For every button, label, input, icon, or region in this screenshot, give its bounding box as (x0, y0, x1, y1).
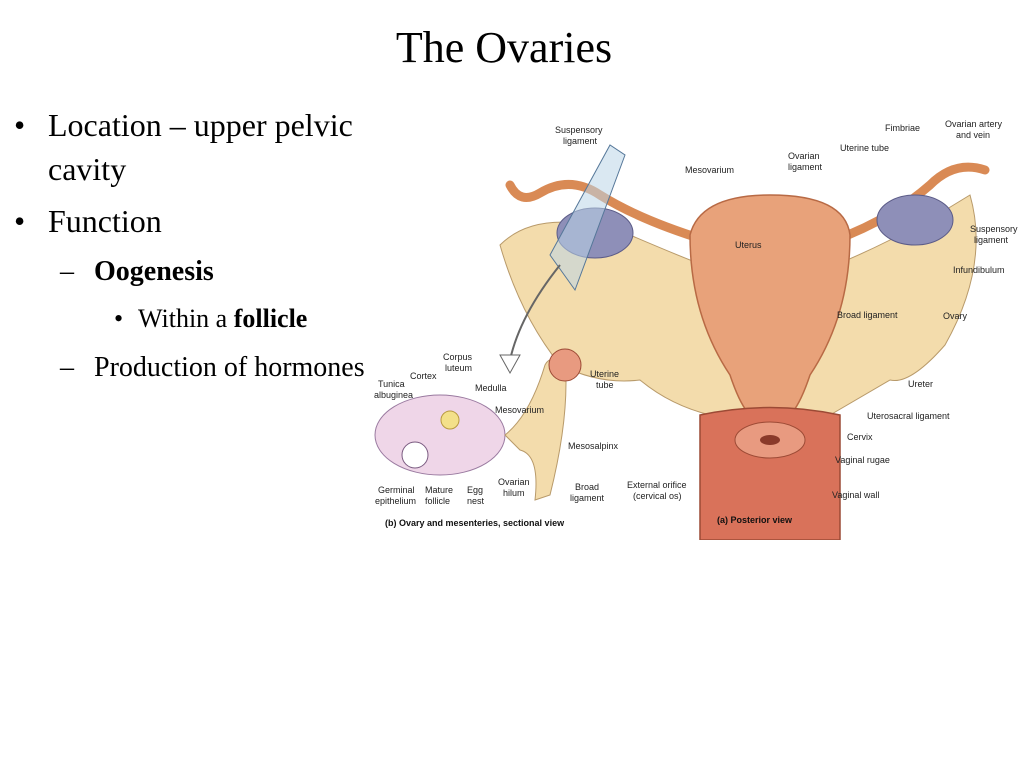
uterus-shape (689, 194, 851, 416)
sub-bullet-production: – Production of hormones (14, 347, 384, 389)
label-vaginal-wall: Vaginal wall (832, 490, 879, 500)
bullet-function: • Function (14, 199, 384, 243)
corpus-luteum-shape (440, 410, 460, 430)
label-external-orifice-2: (cervical os) (633, 491, 682, 501)
slide-title: The Ovaries (395, 23, 613, 72)
label-corpus-luteum-2: luteum (445, 363, 472, 373)
label-mature-1: Mature (425, 485, 453, 495)
uterine-tube-section (548, 348, 582, 382)
ovary-anatomy-figure: Suspensory ligament Mesovarium Ovarian l… (374, 119, 1018, 540)
bullet-list: • Location – upper pelvic cavity • Funct… (14, 103, 384, 397)
label-uterine-tube-1: Uterine (590, 369, 619, 379)
bullet-function-text: Function (48, 203, 162, 240)
bullet-marker: • (14, 107, 26, 143)
label-germinal-2: epithelium (375, 496, 416, 506)
label-germinal-1: Germinal (378, 485, 415, 495)
sub-bullet-oogenesis: – Oogenesis (14, 251, 384, 293)
label-broad-ligament-1: Broad (575, 482, 599, 492)
label-suspensory-2: ligament (563, 136, 598, 146)
label-tunica-2: albuginea (374, 390, 413, 400)
oogenesis-text: Oogenesis (94, 256, 214, 288)
label-ovary: Ovary (943, 311, 968, 321)
label-broad-ligament-2: ligament (570, 493, 605, 503)
bullet-location-text: Location – upper pelvic cavity (48, 107, 353, 188)
label-suspensory-r-1: Suspensory (970, 224, 1018, 234)
external-orifice-shape (760, 435, 780, 445)
sub-sub-bullet-follicle: • Within a follicle (14, 301, 384, 337)
label-corpus-luteum-1: Corpus (443, 352, 473, 362)
label-vaginal-rugae: Vaginal rugae (835, 455, 890, 465)
label-cervix: Cervix (847, 432, 873, 442)
dash-marker: – (60, 352, 74, 384)
label-egg-2: nest (467, 496, 485, 506)
label-ovarian-hilum-2: hilum (503, 488, 525, 498)
label-suspensory-r-2: ligament (974, 235, 1009, 245)
mature-follicle-shape (401, 441, 429, 469)
caption-sectional-view: (b) Ovary and mesenteries, sectional vie… (385, 518, 565, 528)
bullet-location: • Location – upper pelvic cavity (14, 103, 384, 191)
label-suspensory-1: Suspensory (555, 125, 603, 135)
ovary-section-shape (374, 394, 506, 476)
label-mesovarium-section: Mesovarium (495, 405, 544, 415)
production-text: Production of hormones (94, 352, 365, 384)
label-infundibulum: Infundibulum (953, 265, 1005, 275)
within-text: Within a (138, 304, 228, 334)
label-uterus: Uterus (735, 240, 762, 250)
label-ovarian-lig-2: ligament (788, 162, 823, 172)
label-ovarian-artery-1: Ovarian artery (945, 119, 1003, 129)
left-uterine-tube (505, 180, 710, 245)
label-ovarian-artery-2: and vein (956, 130, 990, 140)
label-ovarian-lig-1: Ovarian (788, 151, 820, 161)
label-broad-ligament: Broad ligament (837, 310, 898, 320)
label-medulla: Medulla (475, 383, 507, 393)
right-uterine-tube (830, 162, 990, 245)
label-cortex: Cortex (410, 371, 437, 381)
label-uterine-tube: Uterine tube (840, 143, 889, 153)
label-tunica-1: Tunica (378, 379, 405, 389)
label-ovarian-hilum-1: Ovarian (498, 477, 530, 487)
label-fimbriae: Fimbriae (885, 123, 920, 133)
label-external-orifice-1: External orifice (627, 480, 687, 490)
right-ovary-shape (876, 194, 954, 246)
arrow-head (499, 354, 521, 375)
label-mature-2: follicle (425, 496, 450, 506)
arrow-to-section (509, 264, 561, 361)
dash-marker: – (60, 256, 74, 288)
label-ureter: Ureter (908, 379, 933, 389)
bullet-marker: • (114, 304, 124, 334)
section-plane (549, 144, 626, 292)
label-mesovarium: Mesovarium (685, 165, 734, 175)
label-uterosacral: Uterosacral ligament (867, 411, 950, 421)
label-mesosalpinx: Mesosalpinx (568, 441, 619, 451)
label-egg-1: Egg (467, 485, 483, 495)
label-uterine-tube-2: tube (596, 380, 614, 390)
bullet-marker: • (14, 203, 26, 240)
follicle-text: follicle (233, 304, 308, 334)
caption-posterior-view: (a) Posterior view (717, 515, 793, 525)
